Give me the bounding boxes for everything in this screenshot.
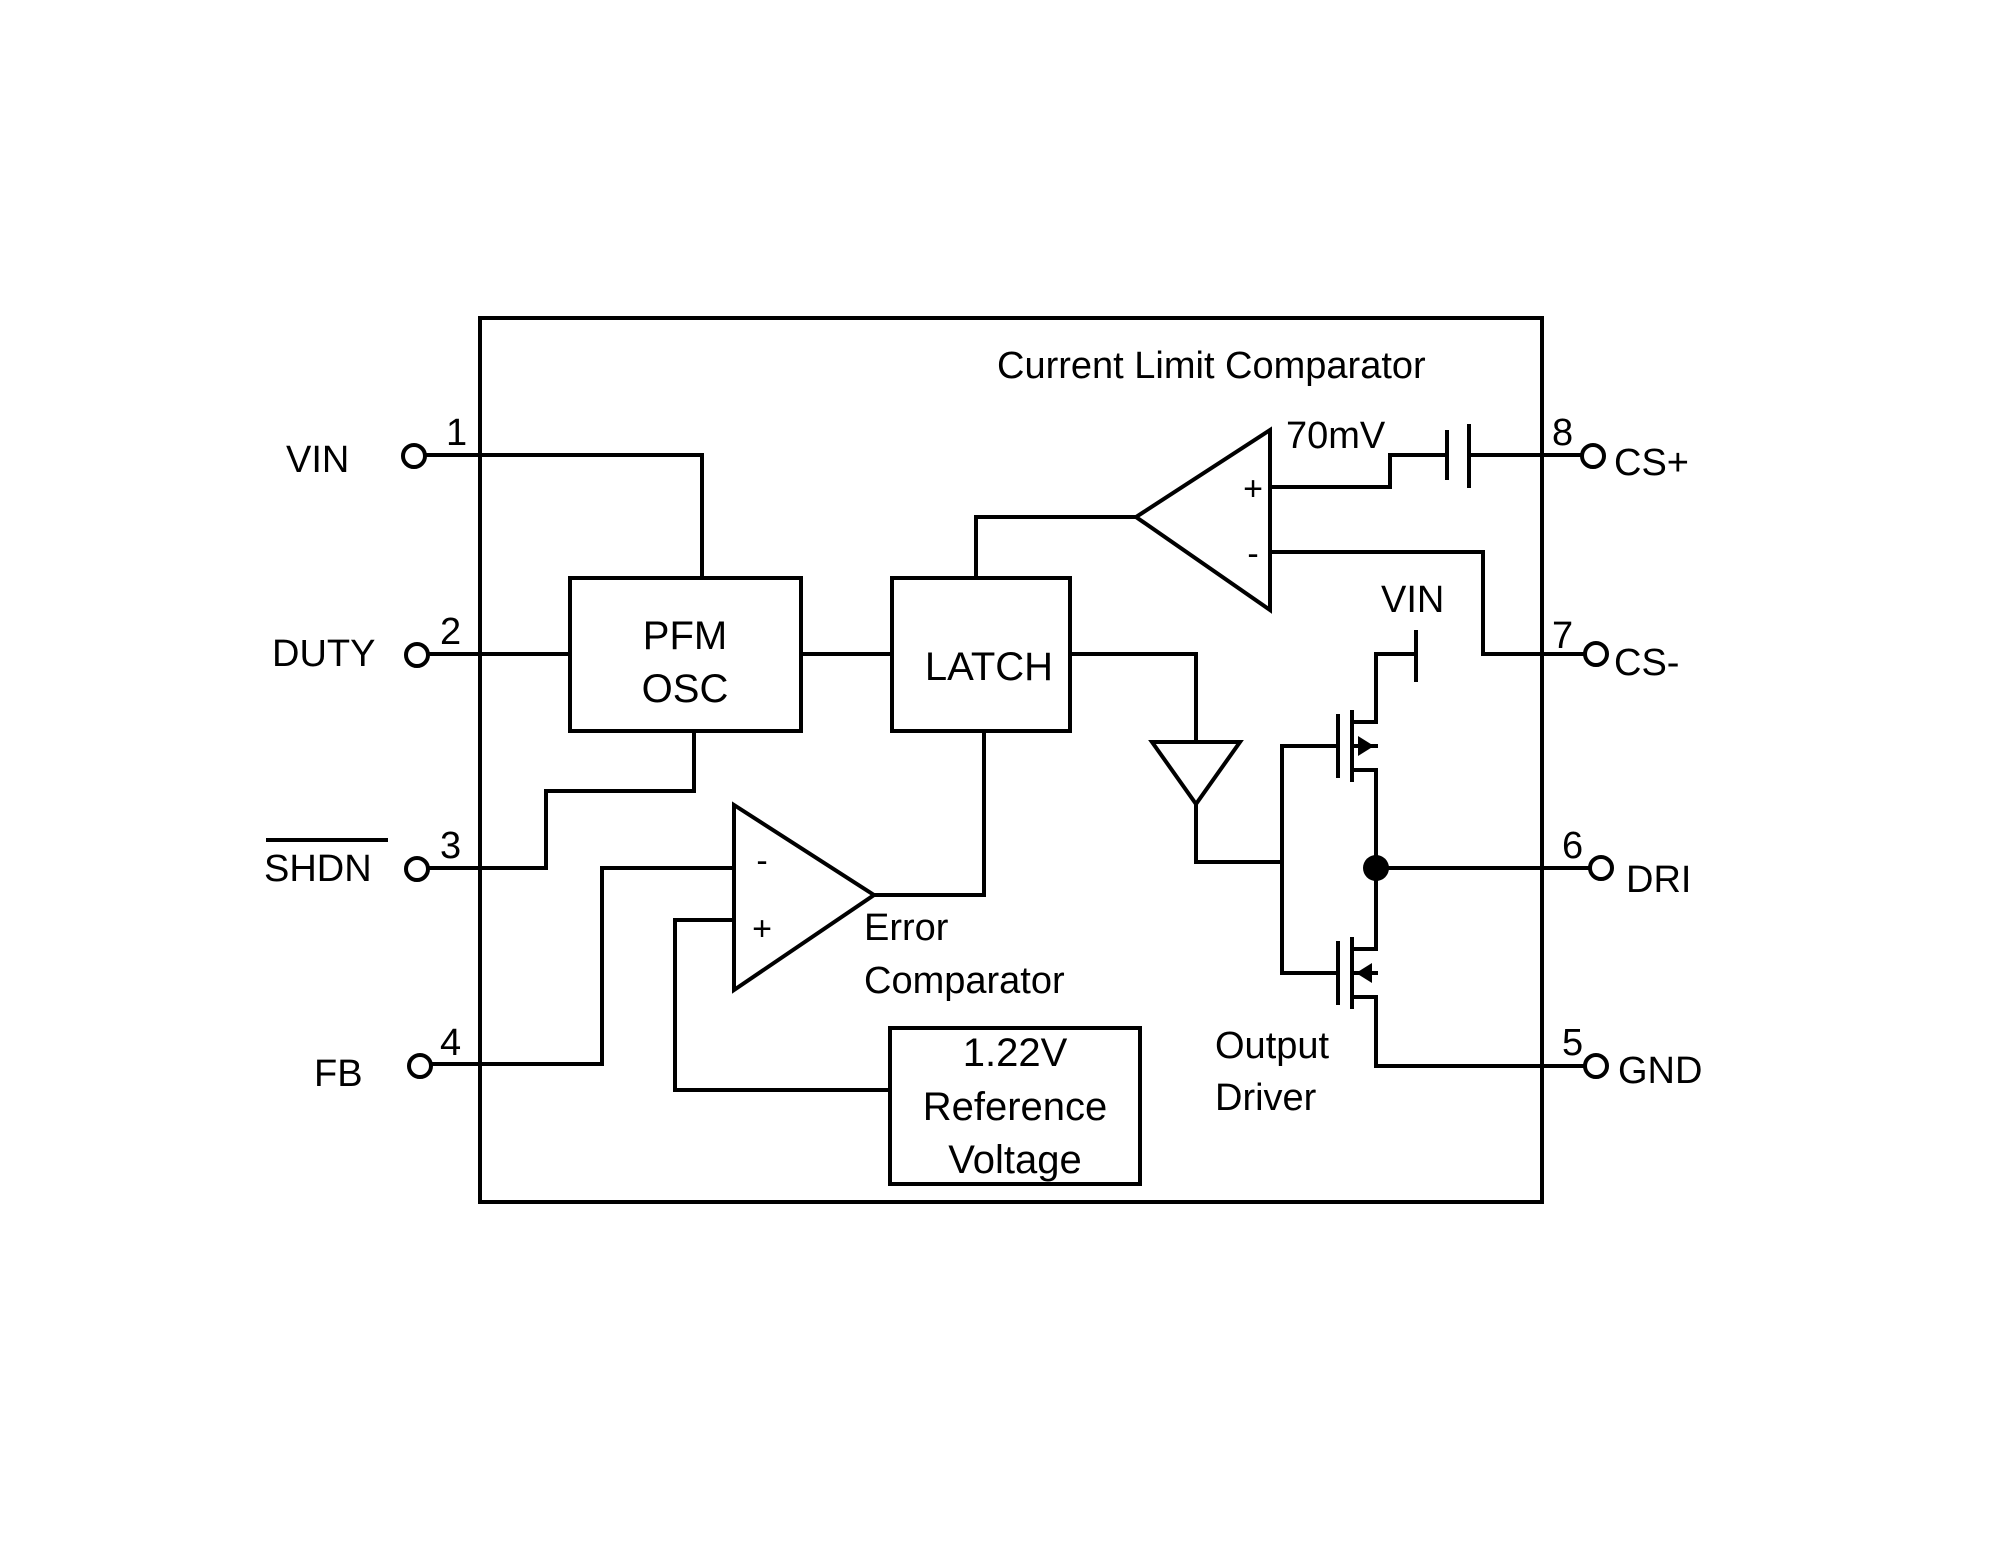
pin-cs-plus-label: CS+ (1614, 442, 1689, 484)
error-comparator-label-line2: Comparator (864, 960, 1065, 1002)
pin-fb-number: 4 (440, 1022, 461, 1064)
nmos-arrow (1356, 963, 1372, 983)
output-driver-label-line1: Output (1215, 1025, 1330, 1067)
pin-dri-terminal (1588, 855, 1614, 881)
pin-shdn-number: 3 (440, 825, 461, 867)
error-comparator (732, 801, 878, 994)
error-comparator-label-line1: Error (864, 907, 949, 949)
pin-duty-number: 2 (440, 611, 461, 653)
output-driver-label-line2: Driver (1215, 1077, 1317, 1119)
pin-fb-terminal (407, 1053, 433, 1079)
error-comp-plus-sign: + (752, 910, 772, 948)
latch-label: LATCH (925, 645, 1053, 689)
wire-latch-to-error-comp (872, 729, 986, 897)
internal-vin-label: VIN (1381, 579, 1444, 621)
pin-fb-label: FB (314, 1053, 363, 1095)
pin-gnd-terminal (1583, 1053, 1609, 1079)
pin-cs-minus-label: CS- (1614, 642, 1679, 684)
wire-fb-to-error-comp (428, 866, 736, 1066)
pfm-osc-label-line2: OSC (642, 667, 729, 711)
wire-shdn-to-osc (425, 729, 696, 870)
pin-vin-terminal (401, 443, 427, 469)
offset-voltage-label: 70mV (1286, 415, 1386, 457)
wire-latch-to-cs-comp (974, 515, 1138, 582)
current-limit-comparator (1132, 426, 1272, 614)
output-buffer (1148, 740, 1244, 808)
current-limit-comparator-label: Current Limit Comparator (997, 345, 1426, 387)
reference-voltage-block (888, 1026, 1142, 1186)
pin-shdn-terminal (404, 856, 430, 882)
reference-label-line3: Voltage (948, 1138, 1081, 1182)
wire-ref-to-error-comp (673, 918, 892, 1092)
pmos-arrow (1358, 736, 1374, 756)
pin-cs-minus-terminal (1583, 641, 1609, 667)
wire-buffer-to-gates (1194, 802, 1284, 864)
pmos-drain-source (1350, 652, 1418, 868)
pin-gnd-number: 5 (1562, 1022, 1583, 1064)
pin-shdn-label: SHDN (264, 848, 372, 890)
wire-latch-to-buffer (1068, 652, 1198, 744)
pin-dri-number: 6 (1562, 825, 1583, 867)
chip-boundary (478, 316, 1544, 1204)
pin-duty-terminal (404, 642, 430, 668)
wire-vin-to-osc (422, 453, 704, 582)
nmos-drain-source (1350, 864, 1587, 1068)
latch-block (890, 576, 1072, 733)
pin-dri-label: DRI (1626, 859, 1691, 901)
wire-cs-plus-input (1268, 453, 1449, 489)
pin-cs-plus-number: 8 (1552, 412, 1573, 454)
pin-cs-minus-number: 7 (1552, 615, 1573, 657)
wire-cs-minus-input (1268, 550, 1587, 656)
error-comp-minus-sign: - (756, 842, 767, 880)
pin-cs-plus-terminal (1580, 443, 1606, 469)
pin-vin-label: VIN (286, 439, 349, 481)
pin-gnd-label: GND (1618, 1050, 1702, 1092)
junction-dot (1363, 855, 1389, 881)
reference-label-line1: 1.22V (963, 1031, 1068, 1075)
pfm-osc-block (568, 576, 803, 733)
cs-comp-minus-sign: - (1247, 535, 1258, 573)
cs-comp-plus-sign: + (1243, 470, 1263, 508)
pin-duty-label: DUTY (272, 633, 375, 675)
reference-label-line2: Reference (923, 1085, 1108, 1129)
pfm-osc-label-line1: PFM (643, 614, 727, 658)
pin-vin-number: 1 (446, 412, 467, 454)
